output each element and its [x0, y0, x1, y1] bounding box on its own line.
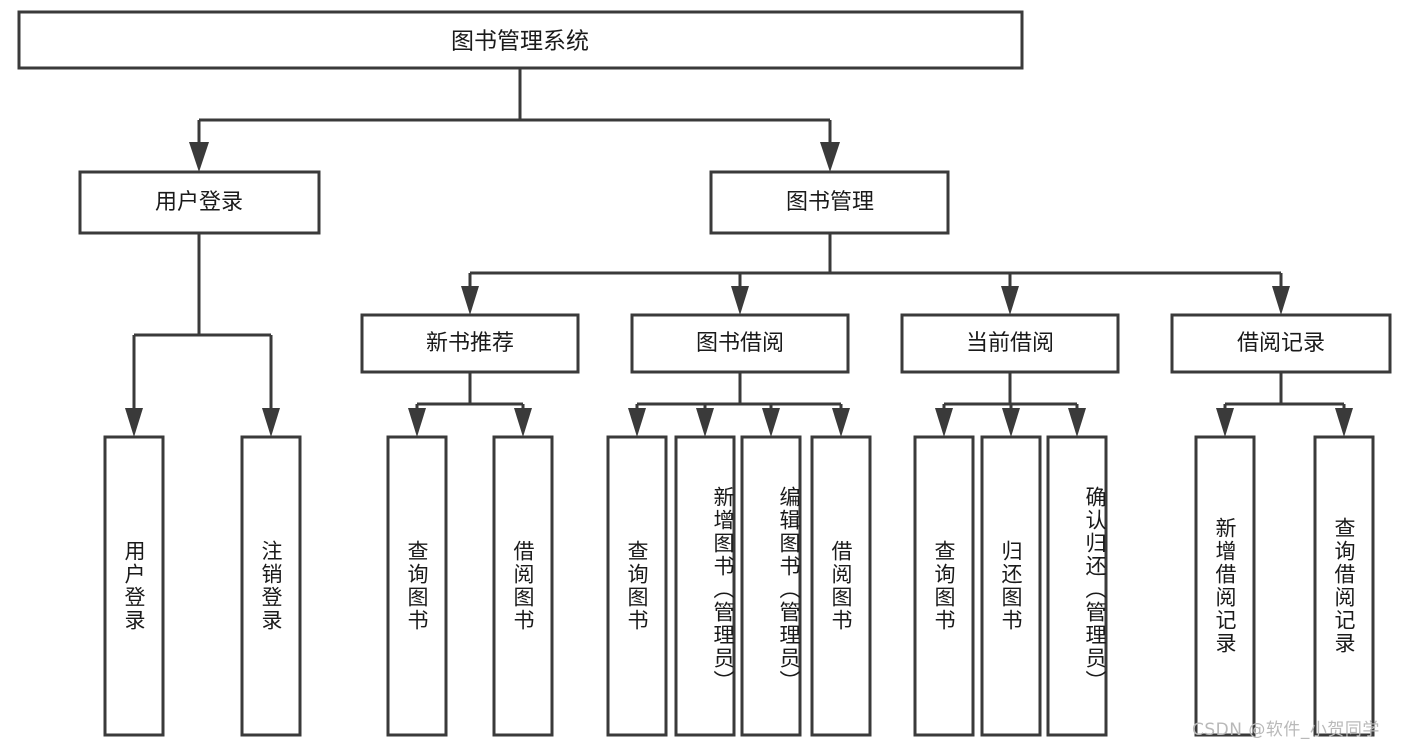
leaf-boxes-book-borrow — [606, 435, 872, 737]
watermark-text: CSDN @软件_小贺同学 — [1192, 720, 1380, 740]
arrowhead-leaf-logout — [262, 408, 280, 437]
arrowhead-leaf-user-login — [125, 408, 143, 437]
leaf-box-bb-edit-book[interactable] — [740, 435, 802, 737]
leaf-boxes-user-login — [103, 435, 302, 737]
node-borrow-record[interactable]: 借阅记录 — [1170, 313, 1392, 374]
arrowhead-br-leaf-2 — [1335, 408, 1353, 437]
connector-group-borrow-record — [1216, 372, 1353, 437]
node-new-book-recommend-label: 新书推荐 — [426, 331, 514, 356]
leaf-boxes-new-book — [386, 435, 554, 737]
node-book-borrow-label: 图书借阅 — [696, 331, 784, 356]
connector-group-new-book — [408, 372, 532, 437]
node-current-borrow[interactable]: 当前借阅 — [900, 313, 1120, 374]
arrowhead-br-leaf-1 — [1216, 408, 1234, 437]
arrowhead-book-borrow — [731, 286, 749, 315]
arrowhead-current-borrow — [1001, 286, 1019, 315]
leaf-box-logout[interactable] — [240, 435, 302, 737]
leaf-boxes-current-borrow — [913, 435, 1108, 737]
leaf-box-nb-query-book[interactable] — [386, 435, 448, 737]
arrowhead-bb-leaf-4 — [832, 408, 850, 437]
arrowhead-bb-leaf-3 — [762, 408, 780, 437]
arrowhead-cb-leaf-2 — [1002, 408, 1020, 437]
arrowhead-cb-leaf-1 — [935, 408, 953, 437]
arrowhead-borrow-record — [1272, 286, 1290, 315]
node-book-borrow-box[interactable] — [630, 313, 850, 374]
connector-group-book-borrow — [628, 372, 850, 437]
node-book-management-box[interactable] — [709, 170, 950, 235]
node-new-book-recommend-box[interactable] — [360, 313, 580, 374]
leaf-box-bb-borrow-book[interactable] — [810, 435, 872, 737]
leaf-box-nb-borrow-book[interactable] — [492, 435, 554, 737]
node-book-management[interactable]: 图书管理 — [709, 170, 950, 235]
arrowhead-nb-leaf-2 — [514, 408, 532, 437]
leaf-box-br-add-record[interactable] — [1194, 435, 1256, 737]
arrowhead-book-mgmt — [820, 142, 840, 172]
node-borrow-record-box[interactable] — [1170, 313, 1392, 374]
node-current-borrow-box[interactable] — [900, 313, 1120, 374]
leaf-box-cb-return-book[interactable] — [980, 435, 1042, 737]
arrowhead-new-book — [461, 286, 479, 315]
node-current-borrow-label: 当前借阅 — [966, 331, 1054, 356]
arrowhead-bb-leaf-1 — [628, 408, 646, 437]
node-root-box[interactable] — [17, 10, 1024, 70]
arrowhead-cb-leaf-3 — [1068, 408, 1086, 437]
leaf-box-br-query-record[interactable] — [1313, 435, 1375, 737]
leaf-boxes-borrow-record — [1194, 435, 1375, 737]
connector-group-user-login — [125, 233, 280, 437]
node-new-book-recommend[interactable]: 新书推荐 — [360, 313, 580, 374]
connector-group-book-mgmt — [461, 233, 1290, 315]
node-root-label: 图书管理系统 — [451, 29, 589, 55]
connector-group-root — [189, 68, 840, 172]
arrowhead-user-login — [189, 142, 209, 172]
node-book-borrow[interactable]: 图书借阅 — [630, 313, 850, 374]
node-borrow-record-label: 借阅记录 — [1237, 331, 1325, 356]
node-user-login-box[interactable] — [78, 170, 321, 235]
leaf-box-bb-query-book[interactable] — [606, 435, 668, 737]
node-root[interactable]: 图书管理系统 — [17, 10, 1024, 70]
connector-group-current-borrow — [935, 372, 1086, 437]
node-user-login[interactable]: 用户登录 — [78, 170, 321, 235]
leaf-box-cb-query-book[interactable] — [913, 435, 975, 737]
leaf-box-bb-add-book[interactable] — [674, 435, 736, 737]
arrowhead-nb-leaf-1 — [408, 408, 426, 437]
arrowhead-bb-leaf-2 — [696, 408, 714, 437]
node-user-login-label: 用户登录 — [155, 190, 243, 215]
leaf-box-user-login[interactable] — [103, 435, 165, 737]
leaf-box-cb-confirm-return[interactable] — [1046, 435, 1108, 737]
node-book-management-label: 图书管理 — [786, 190, 874, 215]
